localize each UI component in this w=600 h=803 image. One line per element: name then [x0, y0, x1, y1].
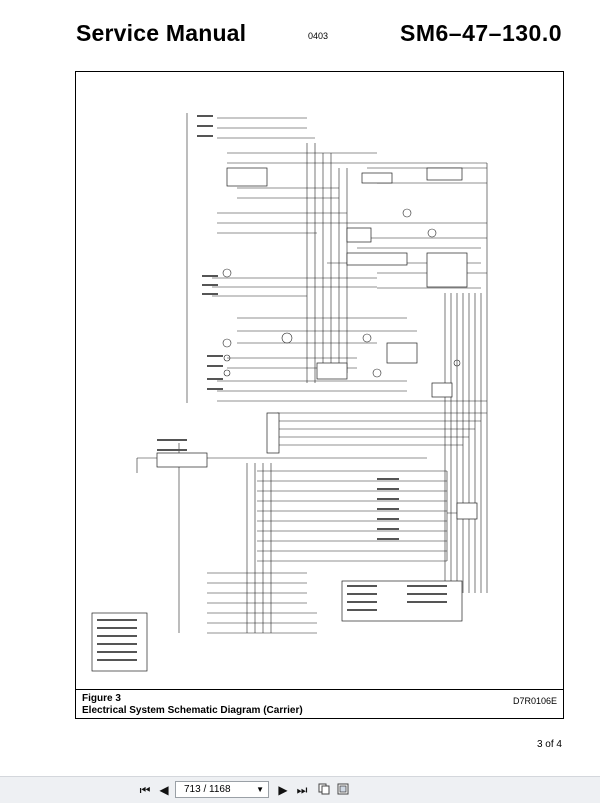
previous-page-icon[interactable]: ◀	[159, 783, 169, 797]
date-code: 0403	[308, 31, 329, 41]
figure-frame: Figure 3 Electrical System Schematic Dia…	[75, 71, 564, 719]
figure-code: D7R0106E	[512, 696, 557, 706]
figure-label: Figure 3	[82, 693, 121, 704]
copy-icon[interactable]	[318, 783, 330, 795]
last-page-icon[interactable]: ⏭	[296, 783, 308, 797]
page-count: 3 of 4	[536, 739, 562, 750]
document-number: SM6–47–130.0	[399, 20, 562, 46]
first-page-icon[interactable]: ⏮	[139, 783, 151, 797]
manual-title: Service Manual	[76, 20, 247, 46]
fit-page-icon[interactable]	[337, 783, 349, 795]
viewer-toolbar: ⏮ ◀ 713 / 1168 ▼ ▶ ⏭	[0, 776, 600, 803]
next-page-icon[interactable]: ▶	[278, 783, 288, 797]
electrical-schematic-diagram	[91, 113, 488, 672]
page-indicator-text: 713 / 1168	[184, 784, 231, 795]
chevron-down-icon: ▼	[256, 785, 264, 794]
page-indicator-select[interactable]: 713 / 1168 ▼	[175, 781, 269, 798]
caption-divider	[76, 689, 563, 690]
figure-title: Electrical System Schematic Diagram (Car…	[82, 705, 303, 716]
